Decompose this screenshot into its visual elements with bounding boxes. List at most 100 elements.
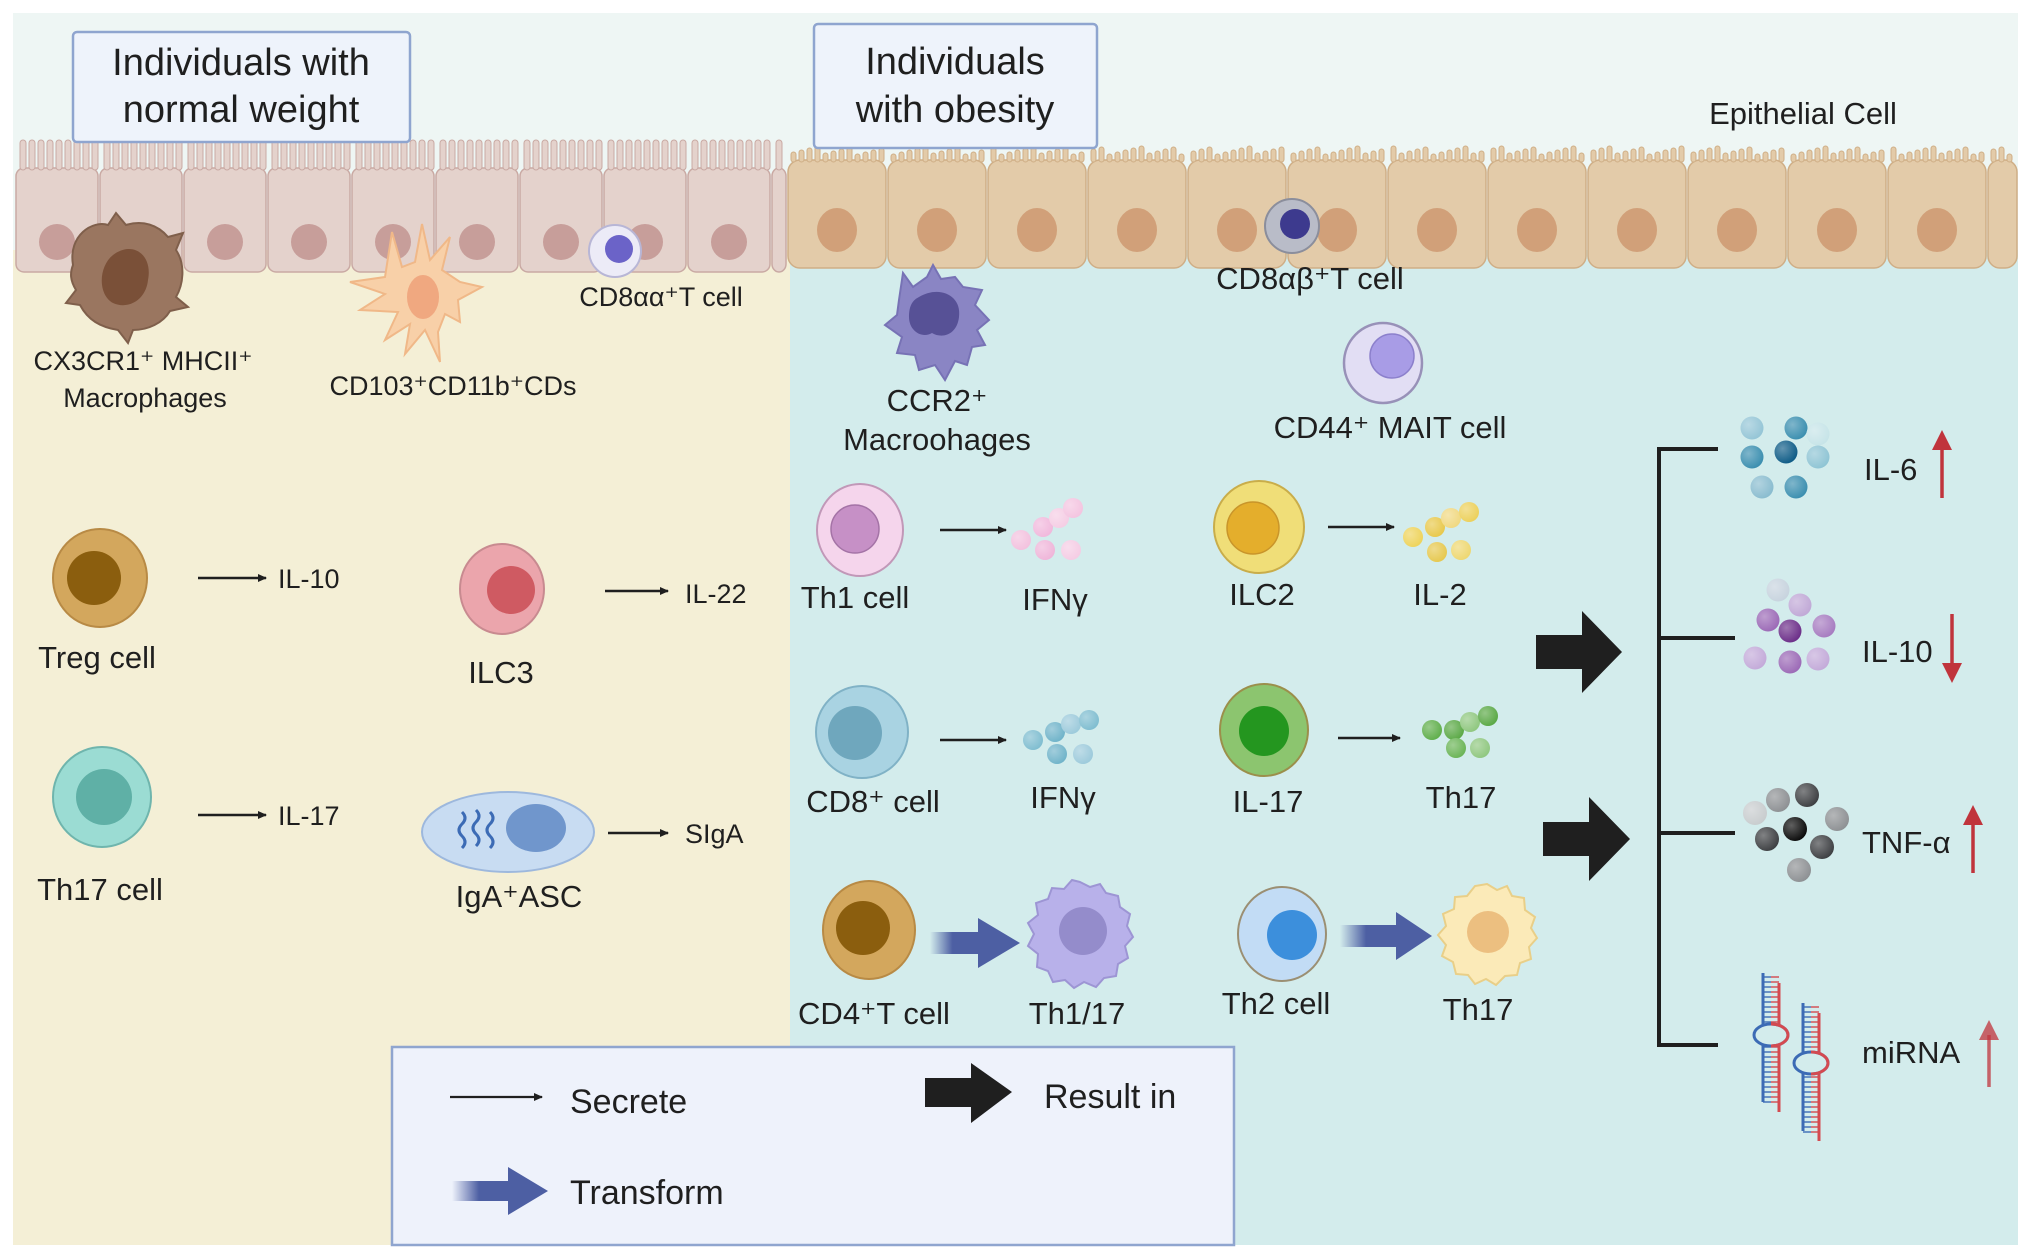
th17-cell-label: Th17 cell xyxy=(37,872,163,907)
ilc2-icon xyxy=(1213,480,1305,574)
il10-product-label: IL-10 xyxy=(278,564,340,594)
th17-transformed-cell-icon xyxy=(1436,882,1539,987)
mirna-outcome-label: miRNA xyxy=(1862,1035,1960,1070)
th2-cell-label: Th2 cell xyxy=(1222,986,1331,1021)
il2-cytokine-icon xyxy=(1403,502,1479,562)
obesity-title-box: Individuals with obesity xyxy=(812,22,1099,150)
nucleus xyxy=(1317,208,1357,252)
cd44-mait-cell-icon xyxy=(1342,321,1424,405)
result-in-arrow xyxy=(1536,611,1622,693)
cx3cr1-macrophage-icon xyxy=(64,211,191,346)
epithelial-cell-label: Epithelial Cell xyxy=(1709,96,1897,131)
ifng-product-label: IFNγ xyxy=(1022,582,1088,617)
ilc3-label: ILC3 xyxy=(468,655,533,690)
legend-result-in-label: Result in xyxy=(1044,1078,1176,1116)
result-in-arrow xyxy=(1543,797,1630,881)
th17-cell-icon xyxy=(52,746,152,848)
ilc2-label: ILC2 xyxy=(1229,577,1294,612)
iga-asc-label: IgA⁺ASC xyxy=(456,879,583,914)
cd44-mait-cell-label: CD44⁺ MAIT cell xyxy=(1274,410,1507,445)
transform-arrow xyxy=(1340,912,1432,960)
obesity-title-line1: Individuals xyxy=(865,41,1045,83)
il22-product-label: IL-22 xyxy=(685,579,747,609)
th17-product-label: Th17 xyxy=(1426,780,1497,815)
il17-producing-cell-icon xyxy=(1219,683,1309,777)
ifng-cytokine-icon xyxy=(1011,498,1083,560)
legend-box: Secrete Transform Result in xyxy=(390,1045,1236,1247)
ifng-product-label: IFNγ xyxy=(1030,780,1096,815)
epithelial-cell xyxy=(1987,159,2018,269)
normal-weight-title-line2: normal weight xyxy=(123,89,360,131)
nucleus xyxy=(711,224,747,260)
il2-product-label: IL-2 xyxy=(1413,577,1466,612)
iga-asc-icon xyxy=(421,791,595,873)
treg-cell-icon xyxy=(52,528,148,628)
th1-17-label: Th1/17 xyxy=(1029,996,1126,1031)
epithelium-normal xyxy=(15,139,787,273)
ilc3-icon xyxy=(459,543,545,635)
cx3cr1-macrophage-label-line1: CX3CR1⁺ MHCII⁺ xyxy=(33,346,252,376)
ifng-cytokine-icon xyxy=(1023,710,1099,764)
nucleus xyxy=(1017,208,1057,252)
il17-cell-label: IL-17 xyxy=(1233,784,1304,819)
nucleus xyxy=(1817,208,1857,252)
epithelium-obesity xyxy=(787,145,2018,269)
th1-17-cell-icon xyxy=(1026,878,1135,990)
il6-outcome-label: IL-6 xyxy=(1864,452,1917,487)
legend-transform-label: Transform xyxy=(570,1174,724,1212)
nucleus xyxy=(207,224,243,260)
cd8ab-t-cell-icon xyxy=(1264,198,1320,254)
cd8ab-t-cell-label: CD8αβ⁺T cell xyxy=(1216,261,1404,296)
cd8-cell-label: CD8⁺ cell xyxy=(806,784,940,819)
cd8aa-t-cell-label: CD8αα⁺T cell xyxy=(579,282,743,312)
ccr2-macrophage-icon xyxy=(883,262,991,382)
legend-transform-arrow xyxy=(452,1167,548,1215)
cd8-cell-icon xyxy=(815,685,909,779)
th2-cell-icon xyxy=(1237,886,1327,982)
legend-result-in-arrow xyxy=(925,1063,1012,1123)
nucleus xyxy=(1717,208,1757,252)
nucleus xyxy=(459,224,495,260)
mirna-icon xyxy=(1752,973,1830,1141)
il10-outcome-label: IL-10 xyxy=(1862,634,1933,669)
nucleus xyxy=(1617,208,1657,252)
nucleus xyxy=(1517,208,1557,252)
nucleus xyxy=(1917,208,1957,252)
cx3cr1-macrophage-label-line2: Macrophages xyxy=(63,383,227,413)
ccr2-macrophage-label-line1: CCR2⁺ xyxy=(887,383,988,418)
il6-cytokine-icon xyxy=(1740,416,1830,499)
decrease-arrow-icon xyxy=(1942,614,1962,683)
increase-arrow-icon xyxy=(1932,430,1952,498)
th1-cell-icon xyxy=(816,483,904,577)
th17-transformed-label: Th17 xyxy=(1443,992,1514,1027)
treg-cell-label: Treg cell xyxy=(38,640,156,675)
cd4-t-cell-icon xyxy=(822,880,916,980)
th17-cytokine-icon xyxy=(1422,706,1498,758)
nucleus xyxy=(817,208,857,252)
nucleus xyxy=(39,224,75,260)
nucleus xyxy=(291,224,327,260)
nucleus xyxy=(1417,208,1457,252)
nucleus xyxy=(1217,208,1257,252)
cd103-dendritic-cell-icon xyxy=(349,223,485,363)
ccr2-macrophage-label-line2: Macroohages xyxy=(843,422,1031,457)
obesity-title-line2: with obesity xyxy=(855,89,1055,131)
cd103-dendritic-cell-label: CD103⁺CD11b⁺CDs xyxy=(329,371,576,401)
tnf-alpha-cytokine-icon xyxy=(1743,783,1849,882)
increase-arrow-icon xyxy=(1979,1020,1999,1087)
nucleus xyxy=(1117,208,1157,252)
normal-weight-title-box: Individuals with normal weight xyxy=(71,30,412,144)
epithelial-cell xyxy=(771,167,787,273)
transform-arrow xyxy=(930,918,1020,968)
siga-product-label: SIgA xyxy=(685,819,744,849)
il10-cytokine-icon xyxy=(1743,578,1836,674)
th1-cell-label: Th1 cell xyxy=(801,580,910,615)
cd8aa-t-cell-icon xyxy=(588,224,642,278)
nucleus xyxy=(917,208,957,252)
legend-secrete-label: Secrete xyxy=(570,1083,687,1121)
normal-weight-title-line1: Individuals with xyxy=(112,42,370,84)
increase-arrow-icon xyxy=(1963,805,1983,873)
tnf-alpha-outcome-label: TNF-α xyxy=(1862,825,1951,860)
